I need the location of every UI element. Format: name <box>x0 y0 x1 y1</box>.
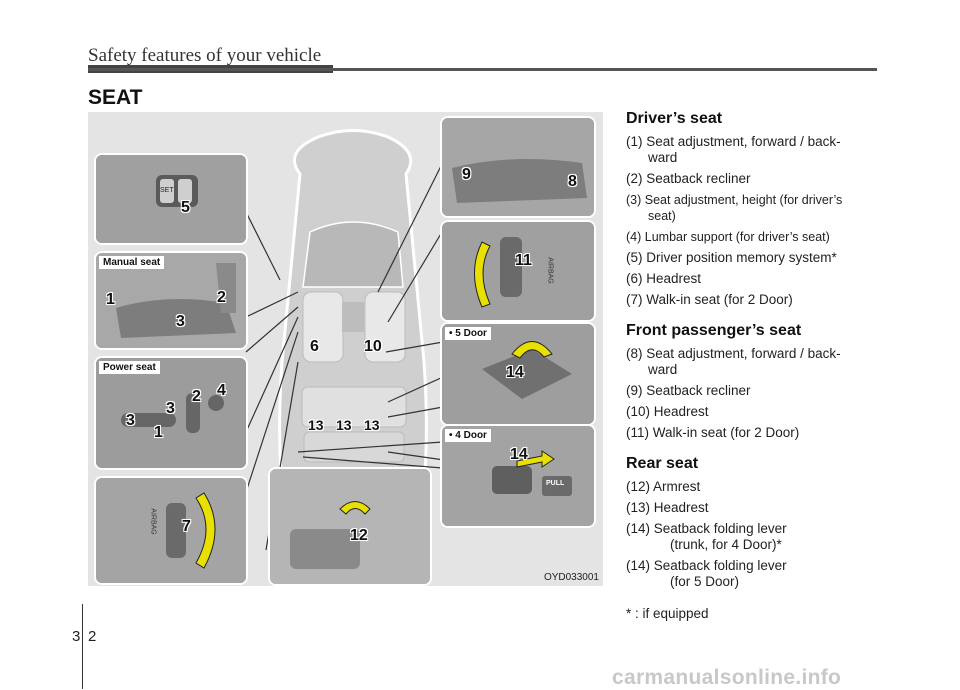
legend-item: (14) Seatback folding lever(for 5 Door) <box>626 558 886 590</box>
legend-text: (11) Walk-in seat (for 2 Door) <box>626 425 800 440</box>
legend-item: (3) Seat adjustment, height (for driver’… <box>626 192 886 224</box>
legend-text: (13) Headrest <box>626 500 709 515</box>
rear-armrest-drawing <box>270 469 430 584</box>
four-door-lever-drawing <box>442 426 594 526</box>
panel-memory-system: 5 SET <box>94 153 248 245</box>
page-number: 2 <box>88 628 97 645</box>
callout-7: 7 <box>182 518 191 535</box>
legend-text: (6) Headrest <box>626 271 702 286</box>
callout-13a: 13 <box>308 417 324 433</box>
pull-text: PULL <box>546 480 565 487</box>
panel-4-door-lever: • 4 Door 14 PULL <box>440 424 596 528</box>
legend-item: (9) Seatback recliner <box>626 383 886 399</box>
watermark: carmanualsonline.info <box>612 666 842 689</box>
legend-text: (14) Seatback folding lever <box>626 558 787 573</box>
footer-divider <box>82 604 83 689</box>
front-passenger-heading: Front passenger’s seat <box>626 322 802 339</box>
legend-item: (2) Seatback recliner <box>626 171 886 187</box>
legend-text: (12) Armrest <box>626 479 701 494</box>
airbag-text-right: AIRBAG <box>546 257 554 284</box>
chapter-number: 3 <box>72 628 81 645</box>
legend-text-cont: ward <box>648 150 678 165</box>
walk-in-passenger-drawing <box>442 222 594 320</box>
panel-passenger-seat: 9 8 <box>440 116 596 218</box>
legend-text-cont: (for 5 Door) <box>670 574 740 589</box>
set-button-text: SET <box>160 187 174 194</box>
seat-legend: Driver’s seat (1) Seat adjustment, forwa… <box>626 110 886 621</box>
callout-1b: 1 <box>154 424 163 441</box>
callout-2: 2 <box>217 289 226 306</box>
legend-text-cont: (trunk, for 4 Door)* <box>670 537 782 552</box>
legend-text: (3) Seat adjustment, height (for driver’… <box>626 193 843 207</box>
walk-in-driver-drawing <box>96 478 246 583</box>
callout-12: 12 <box>350 527 368 544</box>
legend-item: (1) Seat adjustment, forward / back-ward <box>626 134 886 166</box>
section-title: SEAT <box>88 86 143 109</box>
legend-item: (14) Seatback folding lever(trunk, for 4… <box>626 521 886 553</box>
panel-manual-seat: Manual seat 1 2 3 <box>94 251 248 350</box>
header-rule <box>88 68 877 71</box>
five-door-lever-drawing <box>442 324 594 424</box>
legend-item: (13) Headrest <box>626 500 886 516</box>
legend-item: (12) Armrest <box>626 479 886 495</box>
panel-walk-in-passenger: 11 AIRBAG <box>440 220 596 322</box>
legend-text: (1) Seat adjustment, forward / back- <box>626 134 841 149</box>
legend-text: (9) Seatback recliner <box>626 383 751 398</box>
callout-10: 10 <box>364 338 382 355</box>
rear-seat-heading: Rear seat <box>626 455 699 472</box>
legend-text: (7) Walk-in seat (for 2 Door) <box>626 292 793 307</box>
manual-seat-label: Manual seat <box>99 256 165 269</box>
passenger-seat-drawing <box>442 118 594 216</box>
callout-13b: 13 <box>336 417 352 433</box>
legend-item: (11) Walk-in seat (for 2 Door) <box>626 425 886 441</box>
legend-text: (2) Seatback recliner <box>626 171 751 186</box>
legend-text-cont: seat) <box>648 209 676 223</box>
legend-text: (10) Headrest <box>626 404 709 419</box>
panel-power-seat: Power seat 3 3 2 4 1 <box>94 356 248 470</box>
callout-11: 11 <box>515 252 532 269</box>
callout-3: 3 <box>176 313 185 330</box>
callout-4: 4 <box>217 382 226 399</box>
drivers-seat-heading: Driver’s seat <box>626 110 723 127</box>
legend-item: (7) Walk-in seat (for 2 Door) <box>626 292 886 308</box>
manual-seat-drawing <box>96 253 246 348</box>
callout-3c: 3 <box>166 400 175 417</box>
footnote: * : if equipped <box>626 606 709 621</box>
callout-3b: 3 <box>126 412 135 429</box>
legend-text: (14) Seatback folding lever <box>626 521 787 536</box>
panel-walk-in-driver: 7 AIRBAG <box>94 476 248 585</box>
memory-buttons-drawing <box>96 155 246 243</box>
legend-text: (4) Lumbar support (for driver’s seat) <box>626 230 830 244</box>
callout-6: 6 <box>310 338 319 355</box>
power-seat-label: Power seat <box>99 361 160 374</box>
legend-text-cont: ward <box>648 362 678 377</box>
legend-text: (8) Seat adjustment, forward / back- <box>626 346 841 361</box>
legend-item: (8) Seat adjustment, forward / back-ward <box>626 346 886 378</box>
callout-14b: 14 <box>510 446 528 463</box>
seat-illustration: 5 SET Manual seat 1 2 3 Power seat 3 3 2… <box>88 112 603 586</box>
callout-9: 9 <box>462 166 471 183</box>
callout-13c: 13 <box>364 417 380 433</box>
callout-8: 8 <box>568 173 577 190</box>
airbag-text-left: AIRBAG <box>149 508 157 535</box>
four-door-label: • 4 Door <box>445 429 491 442</box>
legend-item: (6) Headrest <box>626 271 886 287</box>
five-door-label: • 5 Door <box>445 327 491 340</box>
callout-14a: 14 <box>506 364 524 381</box>
legend-item: (10) Headrest <box>626 404 886 420</box>
callout-2b: 2 <box>192 388 201 405</box>
legend-text: (5) Driver position memory system* <box>626 250 837 265</box>
callout-5: 5 <box>181 199 190 216</box>
legend-item: (5) Driver position memory system* <box>626 250 886 266</box>
callout-1: 1 <box>106 291 115 308</box>
figure-code: OYD033001 <box>543 572 599 583</box>
header-title: Safety features of your vehicle <box>88 45 322 66</box>
seat-illustration-drawing <box>245 129 494 576</box>
legend-item: (4) Lumbar support (for driver’s seat) <box>626 229 886 245</box>
power-seat-drawing <box>96 358 246 468</box>
panel-rear-armrest: 12 <box>268 467 432 586</box>
panel-5-door-lever: • 5 Door 14 <box>440 322 596 426</box>
